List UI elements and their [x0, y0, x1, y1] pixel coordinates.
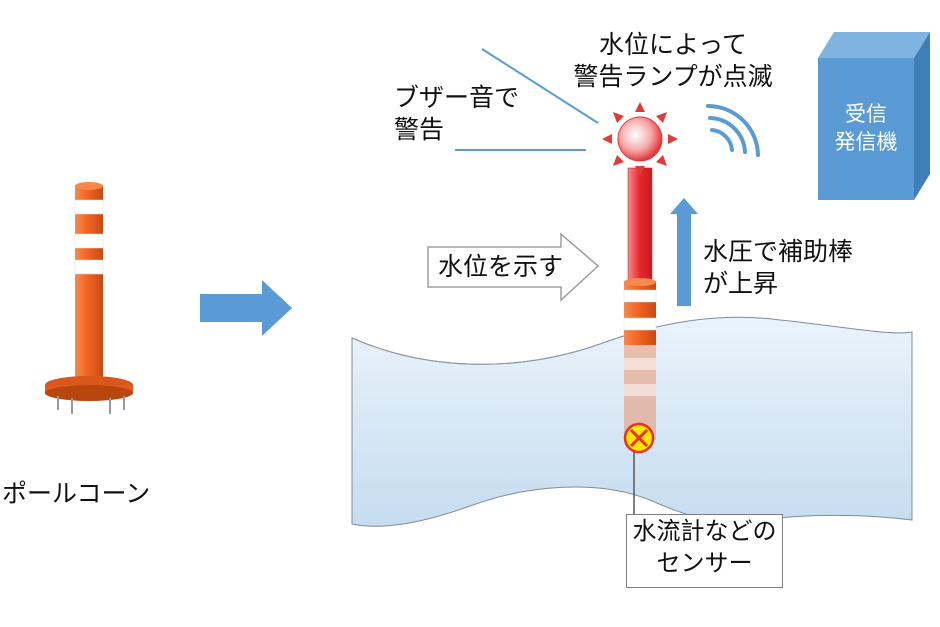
water-level-arrow: [427, 232, 600, 302]
buzzer-label-line2: 警告: [394, 115, 445, 144]
lamp-label-line1: 水位によって: [598, 30, 747, 59]
pressure-label: 水圧で補助棒 が上昇: [703, 236, 853, 300]
pressure-label-line2: が上昇: [703, 269, 779, 298]
buzzer-label-line1: ブザー音で: [394, 83, 520, 112]
sensor-label-line1: 水流計などの: [632, 517, 777, 545]
pole-cone-label: ポールコーン: [2, 479, 151, 508]
buzzer-label: ブザー音で 警告: [394, 82, 519, 146]
indicator-rod: [627, 167, 653, 284]
pressure-label-line1: 水圧で補助棒: [703, 237, 854, 266]
signal-waves-icon: [706, 104, 760, 157]
water-level-label: 水位を示す: [438, 252, 564, 281]
sensor-x-icon: [623, 422, 655, 454]
receiver-label-line2: 発信機: [834, 130, 898, 154]
receiver-label: 受信 発信機: [818, 100, 914, 156]
sensor-label-line2: センサー: [656, 549, 753, 577]
lamp-label: 水位によって 警告ランプが点滅: [566, 29, 780, 93]
pressure-up-arrow: [677, 212, 691, 306]
submerged-pole: [623, 278, 657, 515]
buzzer-pointer-lines: [455, 48, 599, 151]
warning-lamp-icon: [602, 102, 678, 176]
receiver-label-line1: 受信: [845, 102, 887, 126]
pole-cone-illustration: [45, 182, 133, 414]
lamp-label-line2: 警告ランプが点滅: [573, 62, 773, 91]
transition-arrow: [200, 280, 292, 336]
receiver-transmitter-box: [818, 32, 930, 200]
sensor-callout: 水流計などの センサー: [626, 514, 783, 588]
